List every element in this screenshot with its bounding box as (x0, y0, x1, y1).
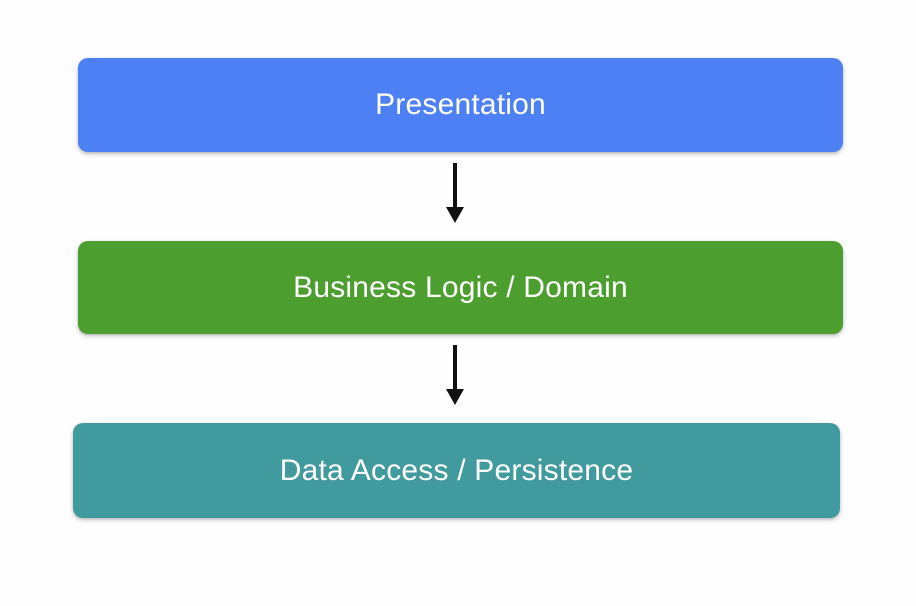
layer-box-data-access[interactable]: Data Access / Persistence (73, 423, 840, 518)
arrow-business-to-data (445, 345, 465, 405)
arrow-head-icon (446, 389, 464, 405)
arrow-head-icon (446, 207, 464, 223)
layer-label-business-logic: Business Logic / Domain (293, 270, 628, 304)
layer-label-data-access: Data Access / Persistence (279, 453, 634, 487)
layer-box-business-logic[interactable]: Business Logic / Domain (78, 241, 843, 334)
arrow-presentation-to-business (445, 163, 465, 223)
layer-box-presentation[interactable]: Presentation (78, 58, 843, 152)
layer-label-presentation: Presentation (375, 88, 546, 121)
